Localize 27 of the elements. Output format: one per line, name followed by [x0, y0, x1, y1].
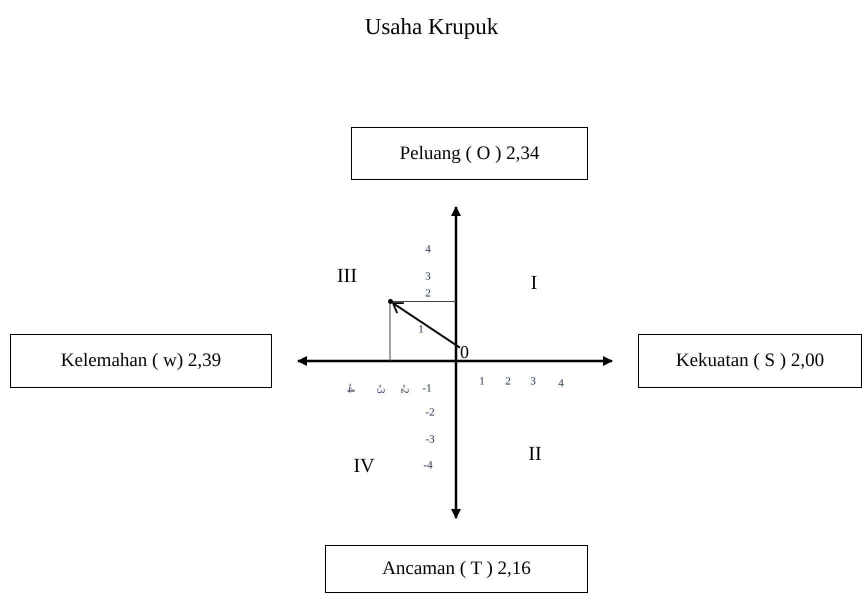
quadrant-label: I	[530, 273, 538, 293]
quadrant-label: II	[528, 444, 542, 464]
tick-label: 2	[425, 288, 431, 300]
factor-box: Peluang ( O ) 2,34	[351, 127, 588, 180]
tick-label: 4	[558, 378, 564, 390]
factor-box: Kelemahan ( w) 2,39	[10, 334, 272, 388]
vector-arrow	[392, 302, 461, 349]
tick-label: -2	[425, 408, 435, 418]
origin-label: 0	[460, 343, 469, 361]
tick-label: 2	[505, 376, 511, 388]
tick-label: 1	[418, 324, 424, 336]
tick-label: -1	[422, 384, 432, 394]
tick-label: -4	[423, 460, 433, 472]
tick-label: 1	[479, 376, 485, 388]
quadrant-label: III	[337, 266, 357, 286]
tick-label: 3	[425, 272, 431, 282]
tick-label: -4	[344, 383, 356, 393]
tick-label: 4	[425, 244, 431, 256]
tick-label: -2	[398, 384, 410, 394]
diagram-title: Usaha Krupuk	[364, 14, 500, 40]
factor-box: Ancaman ( T ) 2,16	[325, 545, 588, 593]
tick-label: -3	[425, 434, 435, 446]
tick-label: 3	[530, 376, 536, 388]
tick-label: -3	[374, 384, 386, 394]
factor-box: Kekuatan ( S ) 2,00	[638, 334, 862, 388]
point-marker	[388, 299, 393, 304]
quadrant-label: IV	[353, 456, 375, 476]
